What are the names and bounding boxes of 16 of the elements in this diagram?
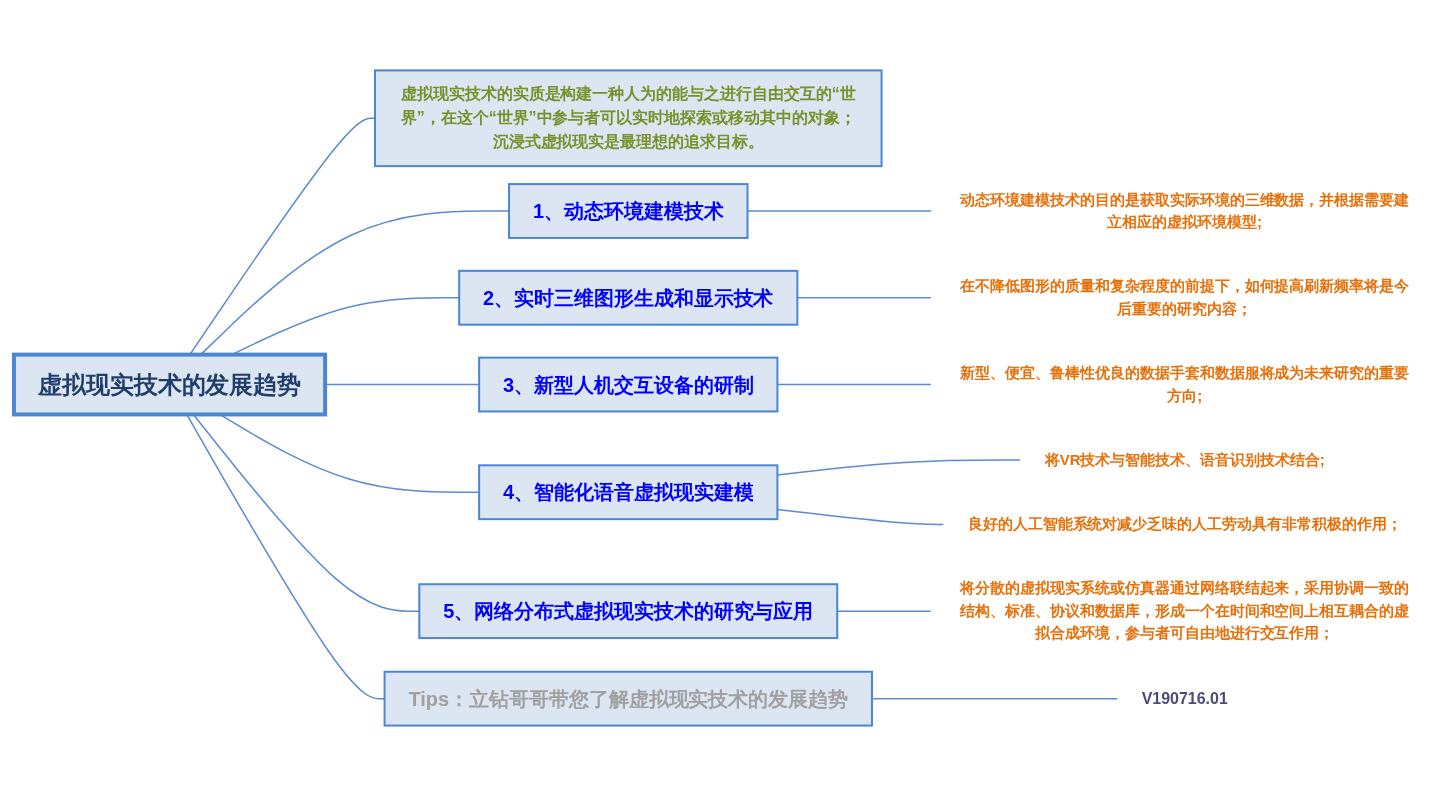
node-box: 3、新型人机交互设备的研制	[478, 356, 779, 413]
node-text: 良好的人工智能系统对减少乏味的人工劳动具有非常积极的作用；	[967, 515, 1402, 533]
node-box: 5、网络分布式虚拟现实技术的研究与应用	[418, 583, 839, 640]
node-text: 将VR技术与智能技术、语音识别技术结合;	[1044, 450, 1325, 468]
node-box: 虚拟现实技术的实质是构建一种人为的能与之进行自由交互的“世界”，在这个“世界”中参与者可以实时地探索或移动其中的对象；沉浸式虚拟现实是最理想的追求目标。	[374, 69, 883, 168]
connector	[871, 697, 1119, 700]
node-text: 将分散的虚拟现实系统或仿真器通过网络联结起来，采用协调一致的结构、标准、协议和数据库，形成一个在时间和空间上相互耦合的虚拟合成环境，参与者可自由地进行交互作用；	[960, 579, 1410, 642]
node-box: Tips：立钻哥哥带您了解虚拟现实技术的发展趋势	[383, 670, 873, 727]
node-box: 虚拟现实技术的发展趋势	[12, 352, 328, 417]
node-box: 4、智能化语音虚拟现实建模	[478, 464, 779, 521]
node-text: V190716.01	[1141, 689, 1228, 707]
node-text: 在不降低图形的质量和复杂程度的前提下，如何提高刷新频率将是今后重要的研究内容；	[960, 277, 1410, 317]
node-box: 1、动态环境建模技术	[508, 183, 749, 239]
node-box: 2、实时三维图形生成和显示技术	[458, 269, 799, 326]
node-text: 新型、便宜、鲁棒性优良的数据手套和数据服将成为未来研究的重要方向;	[960, 364, 1410, 404]
node-text: 动态环境建模技术的目的是获取实际环境的三维数据，并根据需要建立相应的虚拟环境模型;	[960, 190, 1410, 230]
